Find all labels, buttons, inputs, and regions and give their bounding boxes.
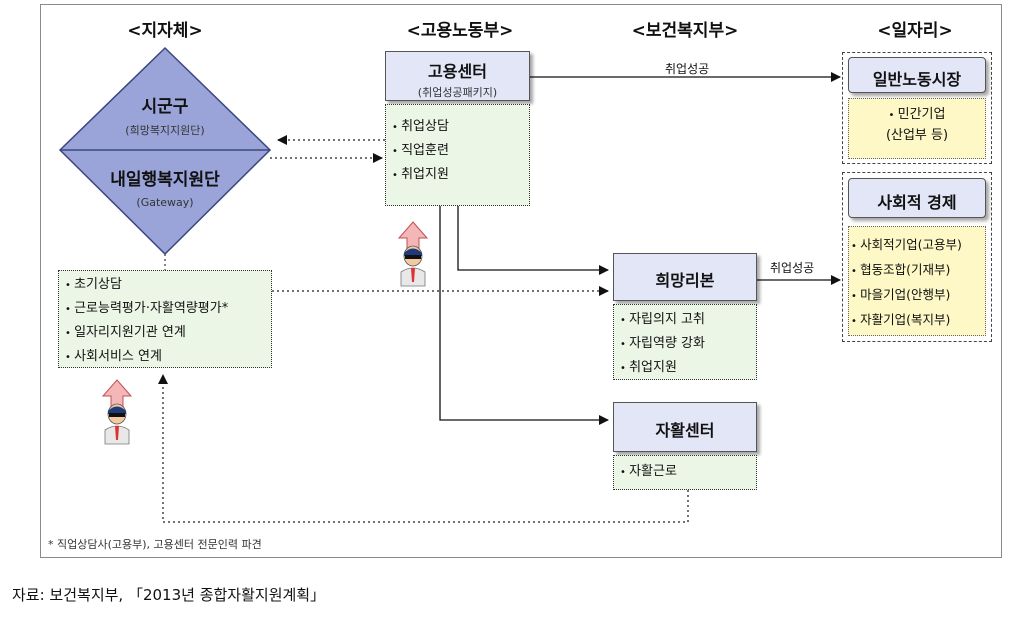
list-item: 취업지원 xyxy=(386,163,529,187)
list-item: 마을기업(안행부) xyxy=(849,283,985,308)
sigungu-subtitle: (희망복지지원단) xyxy=(125,124,205,137)
list-item: 자립의지 고취 xyxy=(614,308,756,332)
edge-label-success: 취업성공 xyxy=(770,261,815,275)
local-gov-diamond xyxy=(58,46,272,256)
social-economy-group xyxy=(842,172,992,342)
header-labor-ministry: <고용노동부> xyxy=(406,21,514,41)
list-item: 초기상담 xyxy=(59,273,271,297)
counselor-person-icon xyxy=(397,221,429,287)
list-item: 직업훈련 xyxy=(386,139,529,163)
general-labor-box: 일반노동시장 xyxy=(848,57,986,93)
employment-center-box: 고용센터 (취업성공패키지) xyxy=(385,51,530,101)
general-labor-group xyxy=(842,52,992,164)
hope-ribbon-services: 자립의지 고취 자립역량 강화 취업지원 xyxy=(613,304,757,380)
social-economy-title: 사회적 경제 xyxy=(877,193,957,212)
social-economy-items: 사회적기업(고용부) 협동조합(기재부) 마을기업(안행부) 자활기업(복지부) xyxy=(848,226,986,336)
general-labor-items: • 민간기업 (산업부 등) xyxy=(848,98,986,159)
naeil-title: 내일행복지원단 xyxy=(110,170,220,190)
general-labor-item: • 민간기업 xyxy=(888,107,946,122)
list-item: 자립역량 강화 xyxy=(614,332,756,356)
hope-ribbon-box: 희망리본 xyxy=(613,253,757,301)
list-item: 사회서비스 연계 xyxy=(59,345,271,369)
list-item: 자활기업(복지부) xyxy=(849,308,985,333)
general-labor-item: (산업부 등) xyxy=(885,128,949,143)
list-item: 취업지원 xyxy=(614,356,756,380)
list-item: 일자리지원기관 연계 xyxy=(59,321,271,345)
list-item: 근로능력평가·자활역량평가* xyxy=(59,297,271,321)
employment-center-subtitle: (취업성공패키지) xyxy=(417,86,498,99)
list-item: 사회적기업(고용부) xyxy=(849,233,985,258)
hope-ribbon-title: 희망리본 xyxy=(655,271,715,290)
sigungu-title: 시군구 xyxy=(141,97,189,117)
general-labor-title: 일반노동시장 xyxy=(872,70,962,89)
self-support-title: 자활센터 xyxy=(655,421,715,440)
header-jobs: <일자리> xyxy=(877,21,953,41)
naeil-subtitle: (Gateway) xyxy=(136,196,194,209)
list-item: 자활근로 xyxy=(614,460,756,484)
local-services-box: 초기상담 근로능력평가·자활역량평가* 일자리지원기관 연계 사회서비스 연계 xyxy=(58,270,272,368)
list-item: 취업상담 xyxy=(386,115,529,139)
counselor-person-icon xyxy=(101,379,133,445)
list-item: 협동조합(기재부) xyxy=(849,258,985,283)
header-welfare-ministry: <보건복지부> xyxy=(631,21,739,41)
footnote: * 직업상담사(고용부), 고용센터 전문인력 파견 xyxy=(48,538,262,551)
self-support-center-box: 자활센터 xyxy=(613,402,757,452)
header-local-gov: <지자체> xyxy=(127,21,203,41)
self-support-services: 자활근로 xyxy=(613,455,757,490)
employment-center-title: 고용센터 xyxy=(428,62,487,81)
edge-label-success: 취업성공 xyxy=(665,62,710,76)
employment-center-services: 취업상담 직업훈련 취업지원 xyxy=(385,104,530,206)
source-caption: 자료: 보건복지부, 「2013년 종합자활지원계획」 xyxy=(12,586,326,604)
social-economy-box: 사회적 경제 xyxy=(848,178,986,218)
